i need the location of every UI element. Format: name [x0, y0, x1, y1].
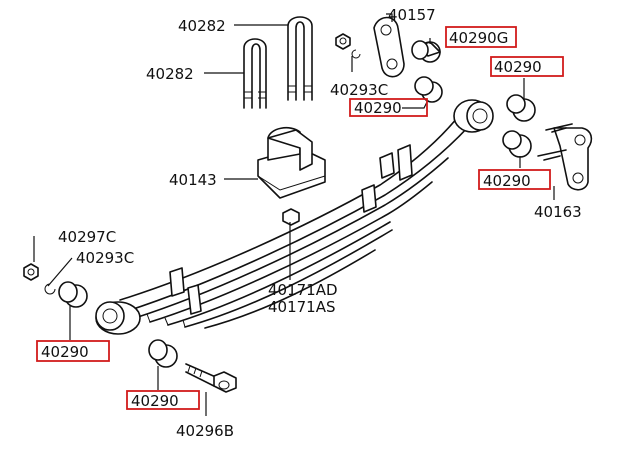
left-nut — [23, 263, 39, 281]
label-40282-a: 40282 — [178, 17, 226, 35]
bush-bottom — [148, 339, 178, 368]
bush-right-1 — [506, 94, 536, 122]
label-40293c-top: 40293C — [330, 81, 388, 99]
label-40143: 40143 — [169, 171, 217, 189]
bush-left — [58, 281, 88, 308]
bush-right-2 — [502, 130, 532, 158]
bush-40290g — [411, 40, 441, 63]
label-40290g: 40290G — [449, 29, 508, 47]
highlight-40290-right2 — [478, 169, 551, 190]
label-40157: 40157 — [388, 6, 436, 24]
label-40290-left: 40290 — [41, 343, 89, 361]
label-40293c-left: 40293C — [76, 249, 134, 267]
shackle-40163 — [537, 123, 593, 191]
spring-seat — [257, 126, 326, 199]
highlight-boxes — [36, 26, 564, 410]
highlight-40290-left — [36, 340, 110, 362]
label-40282-b: 40282 — [146, 65, 194, 83]
bolt-40296b — [185, 363, 237, 393]
highlight-40290-right1 — [490, 56, 564, 77]
part-labels: 40282 40282 40157 40290G 40293C 40290 40… — [41, 6, 582, 440]
label-40290-top: 40290 — [354, 99, 402, 117]
top-nut — [335, 33, 361, 59]
label-40171as: 40171AS — [268, 298, 336, 316]
highlight-40290-top — [349, 98, 428, 117]
highlight-40290g — [445, 26, 517, 48]
bush-top — [414, 76, 443, 103]
highlight-40290-bottom — [126, 390, 200, 410]
label-40163: 40163 — [534, 203, 582, 221]
label-40290-right2: 40290 — [483, 172, 531, 190]
leaf-spring — [119, 111, 471, 329]
label-40171ad: 40171AD — [268, 281, 338, 299]
front-spring-eye — [95, 301, 141, 335]
shackle-plate-top — [373, 16, 405, 78]
label-40290-bottom: 40290 — [131, 392, 179, 410]
rear-spring-eye — [453, 99, 494, 133]
u-bolts — [243, 16, 313, 109]
left-washer — [44, 283, 56, 295]
label-40290-right1: 40290 — [494, 58, 542, 76]
label-40297c: 40297C — [58, 228, 116, 246]
label-40296b: 40296B — [176, 422, 234, 440]
leader-lines — [33, 13, 555, 416]
